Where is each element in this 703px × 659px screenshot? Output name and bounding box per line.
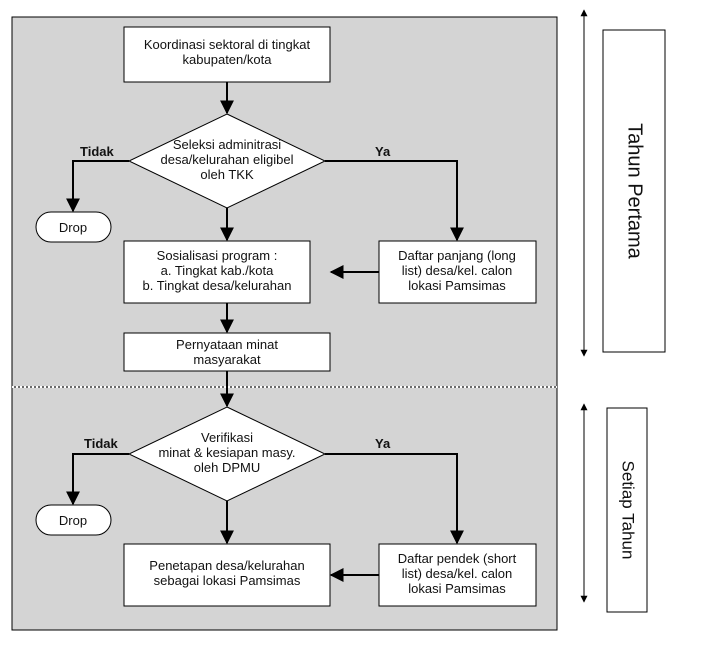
label-box-tahun-pertama	[602, 29, 666, 353]
text-line: b. Tingkat desa/kelurahan	[143, 278, 292, 293]
label-ya-1: Ya	[375, 144, 391, 159]
text-line: oleh TKK	[200, 167, 254, 182]
text-line: list) desa/kel. calon	[402, 263, 513, 278]
node-drop2-text: Drop	[59, 513, 87, 528]
edge-seleksi-drop1	[66, 160, 129, 213]
text-line: Sosialisasi program :	[157, 248, 278, 263]
text-line: a. Tingkat kab./kota	[161, 263, 275, 278]
text-line: Koordinasi sektoral di tingkat	[144, 37, 311, 52]
text-line: Penetapan desa/kelurahan	[149, 558, 304, 573]
text-line: list) desa/kel. calon	[402, 566, 513, 581]
label-tahun-pertama: Tahun Pertama	[624, 123, 646, 260]
node-daftar-pendek	[378, 543, 537, 607]
text-line: lokasi Pamsimas	[408, 581, 506, 596]
edge-seleksi-daftar-panjang	[325, 160, 464, 242]
label-tidak-1: Tidak	[80, 144, 114, 159]
text-line: oleh DPMU	[194, 460, 260, 475]
text-line: masyarakat	[193, 352, 261, 367]
text-line: Seleksi adminitrasi	[173, 137, 281, 152]
edge-verifikasi-daftar-pendek	[325, 453, 464, 545]
text-line: desa/kelurahan eligibel	[161, 152, 294, 167]
node-penetapan	[123, 543, 331, 607]
edge-verifikasi-drop2	[66, 453, 129, 506]
text-line: sebagai lokasi Pamsimas	[154, 573, 301, 588]
text-line: minat & kesiapan masy.	[158, 445, 295, 460]
text-line: Daftar panjang (long	[398, 248, 516, 263]
text-line: Daftar pendek (short	[398, 551, 517, 566]
text-line: Verifikasi	[201, 430, 253, 445]
label-box-setiap-tahun	[606, 407, 648, 613]
node-pernyataan	[123, 332, 331, 372]
text-line: Pernyataan minat	[176, 337, 278, 352]
node-sosialisasi-text: Sosialisasi program :a. Tingkat kab./kot…	[143, 248, 292, 293]
text-line: kabupaten/kota	[183, 52, 273, 67]
node-drop1-text: Drop	[59, 220, 87, 235]
label-tidak-2: Tidak	[84, 436, 118, 451]
text-line: lokasi Pamsimas	[408, 278, 506, 293]
label-setiap-tahun: Setiap Tahun	[619, 461, 638, 560]
node-sosialisasi	[123, 240, 311, 304]
label-ya-2: Ya	[375, 436, 391, 451]
node-koordinasi	[123, 26, 331, 83]
